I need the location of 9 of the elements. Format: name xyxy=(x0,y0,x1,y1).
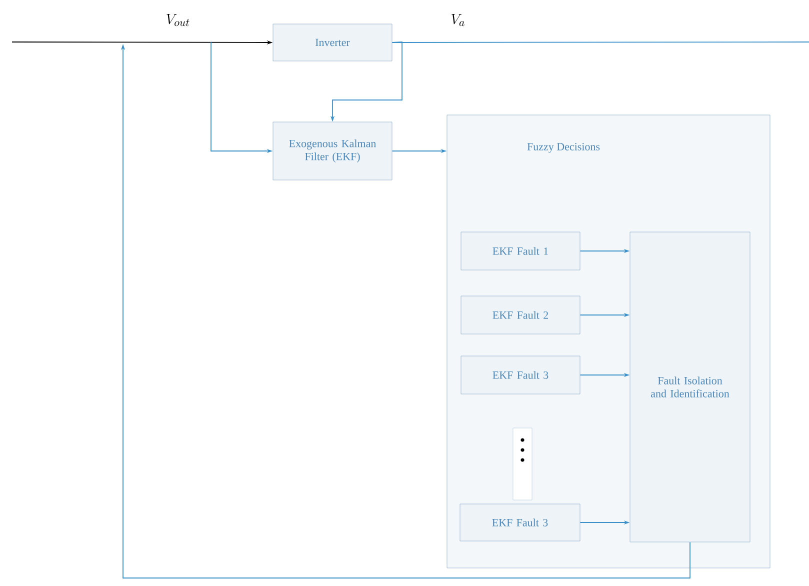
process-box: Inverter xyxy=(272,24,392,62)
process-box: EKF Fault 3 xyxy=(460,356,580,394)
process-box: EKF Fault 1 xyxy=(460,232,580,270)
process-box: EKF Fault 2 xyxy=(460,296,580,334)
process-box: Fault Isolation and Identification xyxy=(630,232,750,542)
edge-label: $V_a$ xyxy=(450,13,466,27)
process-box: Exogenous Kalman Filter (EKF) xyxy=(272,122,392,180)
ellipsis-bar xyxy=(512,428,532,500)
process-box: EKF Fault 3 xyxy=(460,504,580,542)
